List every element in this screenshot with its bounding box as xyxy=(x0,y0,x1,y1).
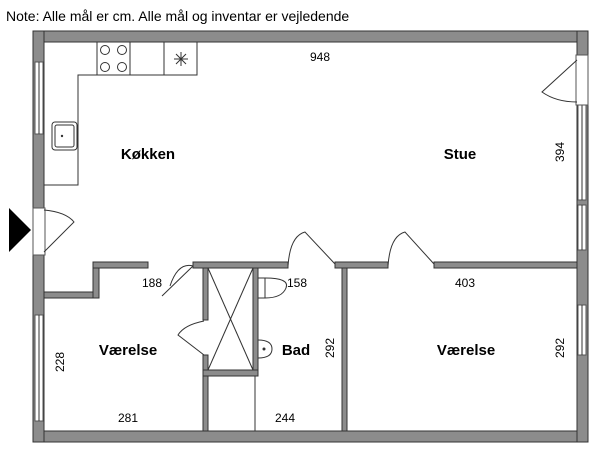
room-label-living: Stue xyxy=(444,146,477,163)
entry-door xyxy=(32,207,75,256)
fan-icon xyxy=(174,52,188,66)
room-label-kitchen: Køkken xyxy=(121,146,175,163)
dim-bath-width: 244 xyxy=(275,411,295,425)
dim-bath-depth: 292 xyxy=(323,338,337,358)
interior-walls xyxy=(43,261,578,432)
balcony-door xyxy=(541,54,589,106)
windows xyxy=(34,61,587,422)
shower xyxy=(207,267,254,371)
room-label-bedroom-right: Værelse xyxy=(437,342,495,359)
sink-icon xyxy=(51,121,78,151)
stove-icon xyxy=(100,45,127,72)
interior-doors xyxy=(161,231,435,356)
dim-living-depth: 394 xyxy=(553,142,567,162)
toilet-icon xyxy=(258,277,288,299)
dim-bedroom-right-depth: 292 xyxy=(553,338,567,358)
room-label-bedroom-left: Værelse xyxy=(99,342,157,359)
kitchen-counter xyxy=(44,41,198,186)
dim-hall-188: 188 xyxy=(142,276,162,290)
outer-walls xyxy=(32,30,589,443)
dim-hall-158: 158 xyxy=(287,276,307,290)
dim-bedroom-left-width: 281 xyxy=(118,411,138,425)
dim-bedroom-right-width: 403 xyxy=(455,276,475,290)
washbasin-icon xyxy=(257,339,273,359)
entry-arrow-icon xyxy=(9,208,31,252)
room-label-bath: Bad xyxy=(282,342,310,359)
dim-bedroom-left-depth: 228 xyxy=(53,352,67,372)
note-text: Note: Alle mål er cm. Alle mål og invent… xyxy=(6,8,349,24)
dim-total-width: 948 xyxy=(310,50,330,64)
